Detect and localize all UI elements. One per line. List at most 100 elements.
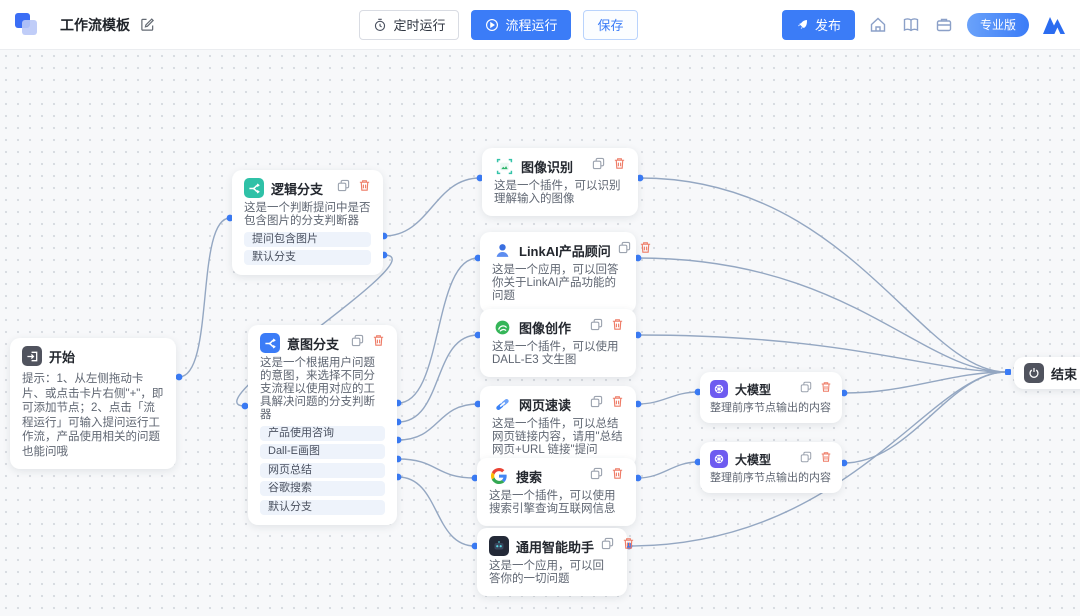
node-desc: 这是一个插件，可以使用搜索引擎查询互联网信息	[489, 490, 616, 515]
branch-row: Dall-E画图	[260, 444, 385, 459]
delete-node-icon[interactable]	[820, 450, 832, 468]
port-llm1-in[interactable]	[694, 388, 702, 396]
delete-node-icon[interactable]	[611, 318, 624, 336]
node-search[interactable]: 搜索 这是一个插件，可以使用搜索引擎查询互联网信息	[477, 458, 636, 526]
port-imgcre-out[interactable]	[634, 331, 642, 339]
node-desc: 整理前序节点输出的内容	[710, 472, 831, 484]
timer-icon	[375, 18, 386, 31]
port-llm2-in[interactable]	[694, 458, 702, 466]
node-title: 逻辑分支	[271, 181, 324, 197]
port-imgrec-out[interactable]	[636, 174, 644, 182]
port-llm2-out[interactable]	[840, 459, 848, 467]
port-webread-out[interactable]	[634, 400, 642, 408]
start-icon	[22, 346, 42, 366]
port-search-in[interactable]	[471, 474, 479, 482]
node-desc: 这是一个应用，可以回答你的一切问题	[489, 560, 604, 585]
edit-title-icon[interactable]	[140, 17, 155, 32]
flow-run-button[interactable]: 流程运行	[471, 9, 572, 40]
branch-row: 网页总结	[260, 462, 385, 478]
copy-node-icon[interactable]	[590, 395, 603, 413]
delete-node-icon[interactable]	[372, 334, 385, 352]
copy-node-icon[interactable]	[590, 318, 603, 336]
home-icon[interactable]	[868, 15, 888, 35]
port-imgcre-in[interactable]	[474, 331, 482, 339]
node-desc: 这是一个根据用户问题的意图，来选择不同分支流程以使用对应的工具解决问题的分支判断…	[260, 357, 375, 421]
node-linkai-advisor[interactable]: LinkAI产品顾问 这是一个应用，可以回答你关于LinkAI产品功能的问题	[480, 232, 650, 313]
delete-node-icon[interactable]	[622, 537, 635, 555]
top-bar: 工作流模板 定时运行 流程运行 保存	[0, 0, 1080, 50]
node-title: 结束	[1051, 366, 1078, 382]
port-assist-in[interactable]	[471, 542, 479, 550]
node-image-creation[interactable]: 图像创作 这是一个插件，可以使用 DALL-E3 文生图	[480, 309, 636, 377]
delete-node-icon[interactable]	[611, 395, 624, 413]
node-end[interactable]: 结束	[1014, 357, 1080, 389]
save-button[interactable]: 保存	[583, 9, 638, 40]
node-desc: 这是一个插件，可以使用 DALL-E3 文生图	[492, 341, 619, 366]
node-llm-1[interactable]: 大模型 整理前序节点输出的内容	[700, 372, 842, 423]
port-logic-in[interactable]	[226, 214, 234, 222]
port-end-in[interactable]	[1005, 369, 1011, 375]
google-icon	[489, 466, 509, 486]
node-title: 大模型	[735, 452, 772, 467]
branch-row: 谷歌搜索	[260, 481, 385, 496]
app-logo	[14, 12, 40, 38]
node-desc: 这是一个判断提问中是否包含图片的分支判断器	[244, 202, 371, 227]
advisor-avatar-icon	[492, 240, 512, 260]
port-imgrec-in[interactable]	[476, 174, 484, 182]
publish-button[interactable]: 发布	[781, 9, 855, 40]
rocket-icon	[798, 20, 807, 29]
node-intent-branch[interactable]: 意图分支 这是一个根据用户问题的意图，来选择不同分支流程以使用对应的工具解决问题…	[248, 325, 397, 525]
copy-node-icon[interactable]	[351, 334, 364, 352]
node-desc: 这是一个应用，可以回答你关于LinkAI产品功能的问题	[492, 264, 619, 302]
port-webread-in[interactable]	[474, 400, 482, 408]
copy-node-icon[interactable]	[800, 380, 812, 398]
delete-node-icon[interactable]	[611, 467, 624, 485]
copy-node-icon[interactable]	[592, 157, 605, 175]
assistant-avatar-icon	[489, 536, 509, 556]
branch-icon	[244, 178, 264, 198]
node-desc: 这是一个插件，可以识别理解输入的图像	[494, 180, 621, 205]
port-linkai-in[interactable]	[474, 254, 482, 262]
copy-node-icon[interactable]	[337, 179, 350, 197]
delete-node-icon[interactable]	[820, 380, 832, 398]
node-web-reader[interactable]: 网页速读 这是一个插件，可以总结网页链接内容，请用"总结网页+URL 链接"提问	[480, 386, 636, 467]
node-desc: 这是一个插件，可以总结网页链接内容，请用"总结网页+URL 链接"提问	[492, 418, 623, 456]
node-title: 网页速读	[519, 397, 572, 413]
node-logic-branch[interactable]: 逻辑分支 这是一个判断提问中是否包含图片的分支判断器 提问包含图片 默认分支	[232, 170, 383, 275]
link-icon	[492, 394, 512, 414]
branch-row: 默认分支	[260, 499, 385, 515]
node-title: LinkAI产品顾问	[519, 243, 611, 259]
copy-node-icon[interactable]	[800, 450, 812, 468]
schedule-run-button[interactable]: 定时运行	[359, 9, 460, 40]
copy-node-icon[interactable]	[601, 537, 614, 555]
llm-icon	[710, 450, 728, 468]
node-title: 通用智能助手	[516, 539, 595, 555]
branch-row: 提问包含图片	[244, 231, 371, 247]
node-title: 大模型	[735, 382, 772, 397]
port-linkai-out[interactable]	[634, 254, 642, 262]
port-llm1-out[interactable]	[840, 389, 848, 397]
node-image-recognition[interactable]: 图像识别 这是一个插件，可以识别理解输入的图像	[482, 148, 638, 216]
page-title: 工作流模板	[60, 16, 130, 33]
node-start[interactable]: 开始 提示：1、从左侧拖动卡片、或点击卡片右侧"+"，即可添加节点；2、点击「流…	[10, 338, 176, 469]
delete-node-icon[interactable]	[358, 179, 371, 197]
linkai-logo-icon[interactable]	[1042, 14, 1066, 36]
port-start-out[interactable]	[175, 373, 183, 381]
delete-node-icon[interactable]	[613, 157, 626, 175]
node-llm-2[interactable]: 大模型 整理前序节点输出的内容	[700, 442, 842, 493]
copy-node-icon[interactable]	[618, 241, 631, 259]
branch-row: 产品使用咨询	[260, 425, 385, 441]
image-creation-icon	[492, 317, 512, 337]
port-intent-in[interactable]	[241, 402, 249, 410]
power-icon	[1024, 363, 1044, 383]
docs-icon[interactable]	[901, 15, 921, 35]
node-assistant[interactable]: 通用智能助手 这是一个应用，可以回答你的一切问题	[477, 528, 634, 596]
clipboard-icon[interactable]	[934, 15, 954, 35]
node-title: 图像识别	[521, 159, 574, 175]
delete-node-icon[interactable]	[639, 241, 652, 259]
branch-icon	[260, 333, 280, 353]
copy-node-icon[interactable]	[590, 467, 603, 485]
pro-plan-badge[interactable]: 专业版	[966, 12, 1029, 37]
port-search-out[interactable]	[634, 474, 642, 482]
